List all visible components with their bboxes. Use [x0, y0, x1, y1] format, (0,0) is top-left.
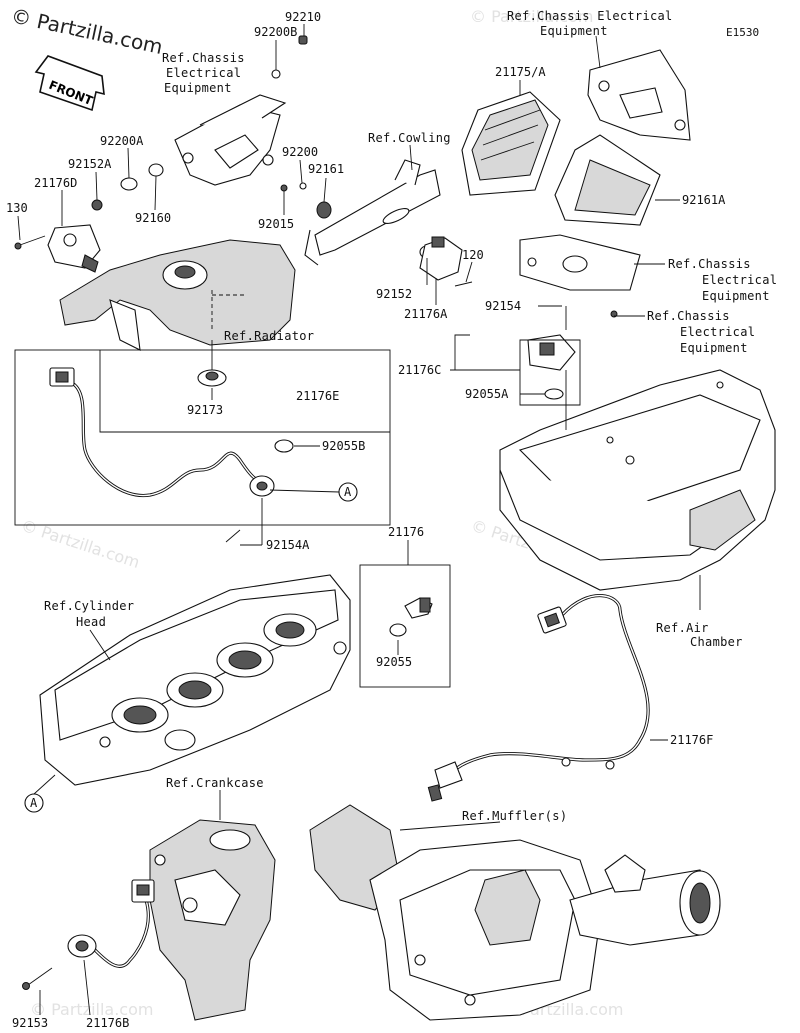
label-92152A: 92152A	[68, 157, 112, 171]
ref-chassis-mid-line1: Ref.Chassis	[668, 257, 751, 271]
cylinder-head	[39, 574, 351, 786]
label-92015: 92015	[258, 217, 294, 231]
front-arrow-icon: FRONT	[34, 55, 105, 112]
callout-a-2-label: A	[30, 796, 38, 810]
bolt-92153-icon	[22, 967, 53, 990]
diagram-code: E1530	[726, 26, 759, 39]
bracket-chassis-low	[519, 234, 641, 291]
label-21176D: 21176D	[34, 176, 77, 190]
box-21176E	[14, 349, 391, 526]
ref-chassis-left-line2: Electrical	[166, 66, 241, 80]
muffler	[309, 804, 721, 1021]
grommet-92161-icon	[316, 201, 332, 219]
label-92055: 92055	[376, 655, 412, 669]
leader-lines	[17, 24, 701, 1016]
label-92200B: 92200B	[254, 25, 297, 39]
bolt-chassis-icon	[610, 310, 618, 318]
grommet-92152A-icon	[91, 199, 103, 211]
washer-92200A-icon	[120, 177, 138, 191]
label-92154A: 92154A	[266, 538, 310, 552]
ref-crankcase: Ref.Crankcase	[166, 776, 264, 790]
sensor-21176C-icon	[527, 334, 576, 371]
harness-21176B	[67, 879, 155, 968]
ref-cylinder-head-line2: Head	[76, 615, 106, 629]
cowling-stay-bracket	[304, 159, 441, 266]
label-92173: 92173	[187, 403, 223, 417]
o-ring-92055-icon	[389, 623, 407, 637]
ref-chassis-low-line3: Equipment	[680, 341, 748, 355]
box-21176	[359, 564, 451, 688]
o-ring-92055A-icon	[544, 388, 564, 400]
ref-chassis-mid-line2: Electrical	[702, 273, 777, 287]
label-92153: 92153	[12, 1016, 48, 1030]
grommet-92200B-icon	[271, 69, 281, 79]
ecu-21175A	[461, 91, 561, 196]
label-92200: 92200	[282, 145, 318, 159]
ref-chassis-low-line2: Electrical	[680, 325, 755, 339]
clamp-92173-icon	[197, 369, 227, 387]
label-92152: 92152	[376, 287, 412, 301]
label-21175A: 21175/A	[495, 65, 546, 79]
label-21176B: 21176B	[86, 1016, 129, 1030]
label-92210: 92210	[285, 10, 321, 24]
ref-chassis-left-line3: Equipment	[164, 81, 232, 95]
harness-21176E	[49, 367, 275, 498]
ref-chassis-top-line2: Equipment	[540, 24, 608, 38]
sensor-21176A-icon	[419, 236, 463, 281]
label-21176F: 21176F	[670, 733, 713, 747]
bracket-chassis-top	[587, 49, 691, 141]
label-21176A: 21176A	[404, 307, 448, 321]
ref-chassis-top-line1: Ref.Chassis Electrical	[507, 9, 673, 23]
air-chamber	[499, 369, 776, 591]
callout-a-1-label: A	[344, 485, 352, 499]
bolt-120-icon	[454, 281, 473, 287]
harness-21176F	[427, 594, 650, 802]
sensor-21176-icon	[404, 597, 433, 619]
label-92161A: 92161A	[682, 193, 726, 207]
label-92161: 92161	[308, 162, 344, 176]
bolt-92154A-icon	[225, 529, 241, 543]
bracket-chassis-left	[174, 94, 287, 186]
ref-chassis-mid-line3: Equipment	[702, 289, 770, 303]
label-130: 130	[6, 201, 28, 215]
ref-muffler: Ref.Muffler(s)	[462, 809, 567, 823]
crankcase	[149, 819, 276, 1021]
ref-cowling: Ref.Cowling	[368, 131, 451, 145]
label-21176C: 21176C	[398, 363, 441, 377]
ref-air-chamber-line2: Chamber	[690, 635, 743, 649]
o-ring-92055B-icon	[274, 439, 294, 453]
nut-92210-icon	[298, 35, 308, 45]
watermark-4: © Partzilla.com	[30, 1000, 153, 1019]
bracket-92161A	[554, 134, 661, 226]
radiator-shroud	[59, 239, 296, 351]
watermark-2: © Partzilla.com	[19, 516, 142, 572]
sensor-21176D-icon	[47, 224, 101, 273]
label-21176E: 21176E	[296, 389, 339, 403]
label-21176: 21176	[388, 525, 424, 539]
ref-cylinder-head-line1: Ref.Cylinder	[44, 599, 134, 613]
label-92160: 92160	[135, 211, 171, 225]
ref-air-chamber-line1: Ref.Air	[656, 621, 709, 635]
label-92154: 92154	[485, 299, 521, 313]
label-92200A: 92200A	[100, 134, 144, 148]
ref-radiator: Ref.Radiator	[224, 329, 314, 343]
collar-92160-icon	[148, 163, 164, 177]
label-120: 120	[462, 248, 484, 262]
ref-chassis-low-line1: Ref.Chassis	[647, 309, 730, 323]
brand-logo: © Partzilla.com	[9, 3, 165, 59]
watermark-1: © Partzilla.com	[470, 7, 593, 26]
ref-chassis-left-line1: Ref.Chassis	[162, 51, 245, 65]
label-92055A: 92055A	[465, 387, 509, 401]
bolt-130-icon	[14, 235, 46, 250]
grommet-92200-icon	[299, 182, 307, 190]
nut-92015-icon	[280, 184, 288, 192]
label-92055B: 92055B	[322, 439, 365, 453]
